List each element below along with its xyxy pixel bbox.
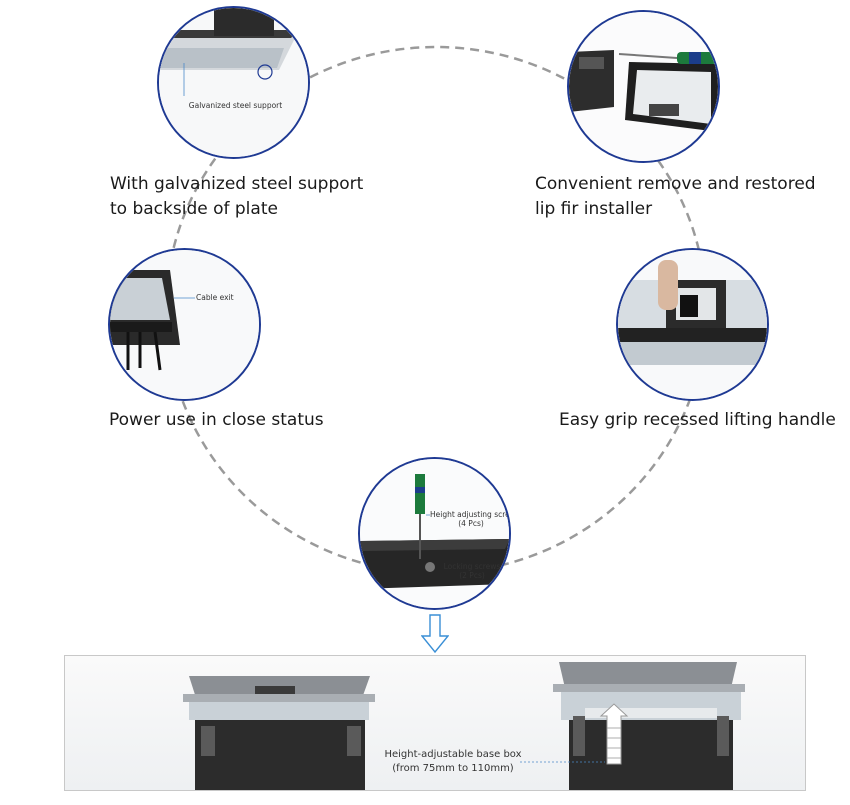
locking-screws-callout-line1: Locking screws — [443, 562, 501, 571]
base-box-retracted-icon — [183, 676, 375, 790]
caption-galvanized-line1: With galvanized steel support — [110, 174, 364, 194]
base-box-panel: Height-adjustable base box (from 75mm to… — [64, 655, 806, 791]
caption-galvanized-line2: to backside of plate — [110, 199, 278, 219]
caption-remove-restore-line2: lip fir installer — [535, 199, 653, 219]
cable-exit-photo-icon — [110, 250, 259, 399]
galvanized-steel-support-photo: Galvanized steel support — [157, 6, 310, 159]
base-box-raised-icon — [553, 662, 745, 790]
arrow-down-icon — [421, 614, 449, 654]
caption-remove-restore-line1: Convenient remove and restored — [535, 174, 816, 194]
height-adjusting-screws-callout-line1: Height adjusting screws — [430, 510, 511, 519]
base-box-illustration — [183, 662, 745, 790]
screwdriver-and-lid-photo-icon — [569, 12, 718, 161]
cable-exit-callout: Cable exit — [196, 293, 234, 302]
height-adjusting-screws-callout-line2: (4 Pcs) — [458, 519, 484, 528]
remove-restore-lid-photo — [567, 10, 720, 163]
caption-power-use: Power use in close status — [109, 410, 324, 430]
galvanized-steel-plate-photo-icon — [159, 8, 308, 157]
base-box-label-line2: (from 75mm to 110mm) — [392, 763, 514, 774]
adjusting-screws-photo: Height adjusting screws (4 Pcs) Locking … — [358, 457, 511, 610]
height-adjusting-screws-photo-icon — [360, 459, 509, 608]
caption-lifting-handle: Easy grip recessed lifting handle — [559, 410, 836, 430]
lifting-handle-photo — [616, 248, 769, 401]
base-box-label-line1: Height-adjustable base box — [384, 749, 522, 760]
lifting-handle-photo-icon — [618, 250, 767, 399]
cable-exit-photo: Cable exit — [108, 248, 261, 401]
locking-screws-callout-line2: (2 Pcs) — [459, 571, 485, 580]
galvanized-steel-callout: Galvanized steel support — [188, 101, 283, 110]
